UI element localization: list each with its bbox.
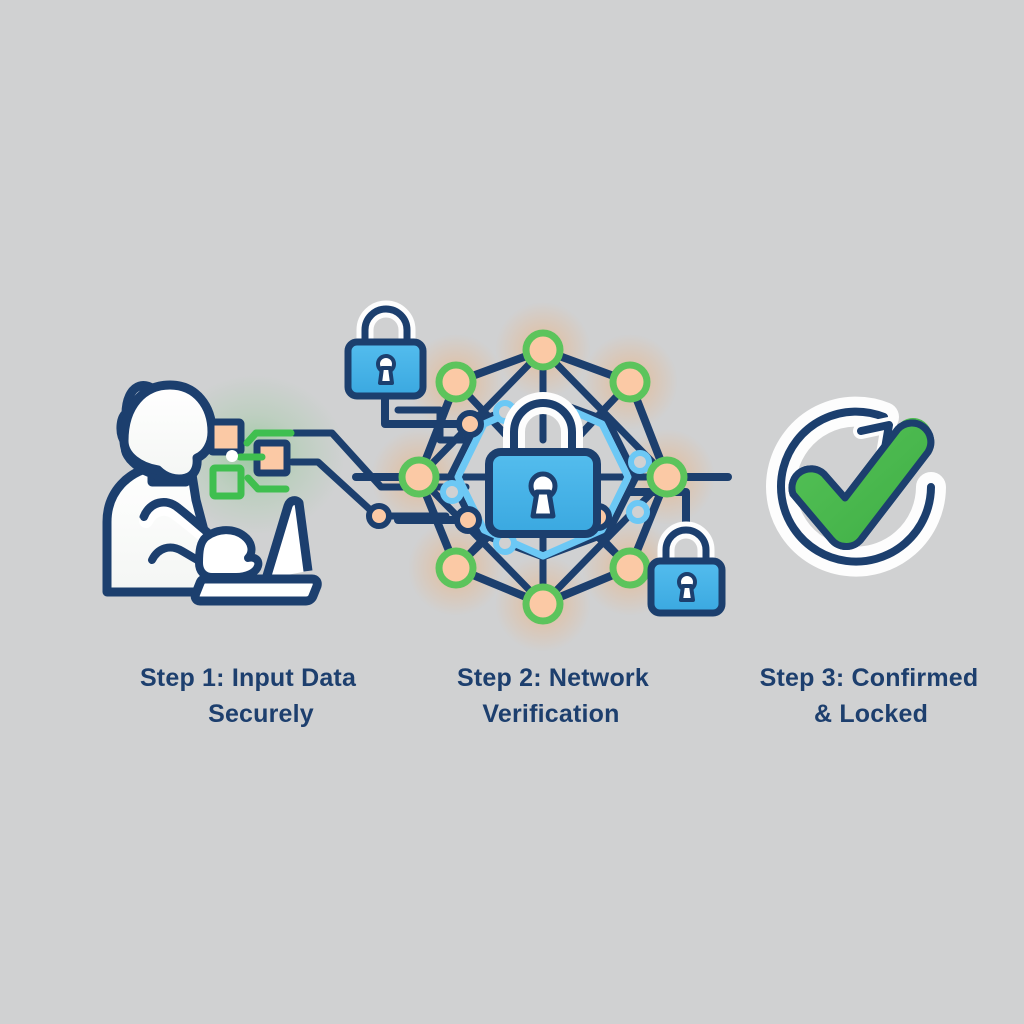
step-1-label-line1: Step 1: Input Data (139, 664, 357, 692)
step-1-label: Step 1: Input Data Securely (78, 660, 418, 732)
data-dot (226, 450, 238, 462)
circular-arrow-check-icon (766, 396, 946, 577)
step3-illustration (766, 396, 946, 577)
step2-illustration (344, 300, 732, 625)
padlock-icon (344, 300, 427, 400)
network-nodes (398, 329, 688, 625)
laptop-icon (190, 496, 322, 606)
step-1-label-line2: Securely (208, 700, 314, 728)
step1-illustration (102, 380, 474, 606)
step-2-label: Step 2: Network Verification (400, 660, 720, 732)
data-squares-icon (207, 418, 295, 500)
step-3-label-line2: & Locked (813, 700, 929, 728)
padlock-icon (485, 392, 601, 538)
padlock-icon (647, 521, 726, 617)
step-2-label-line1: Step 2: Network (457, 664, 649, 692)
trace-node (366, 503, 392, 529)
step-3-label: Step 3: Confirmed & Locked (706, 660, 1024, 732)
inner-ring-icon (440, 394, 652, 560)
step-3-label-line1: Step 3: Confirmed (759, 664, 979, 692)
step-2-label-line2: Verification (482, 700, 620, 728)
